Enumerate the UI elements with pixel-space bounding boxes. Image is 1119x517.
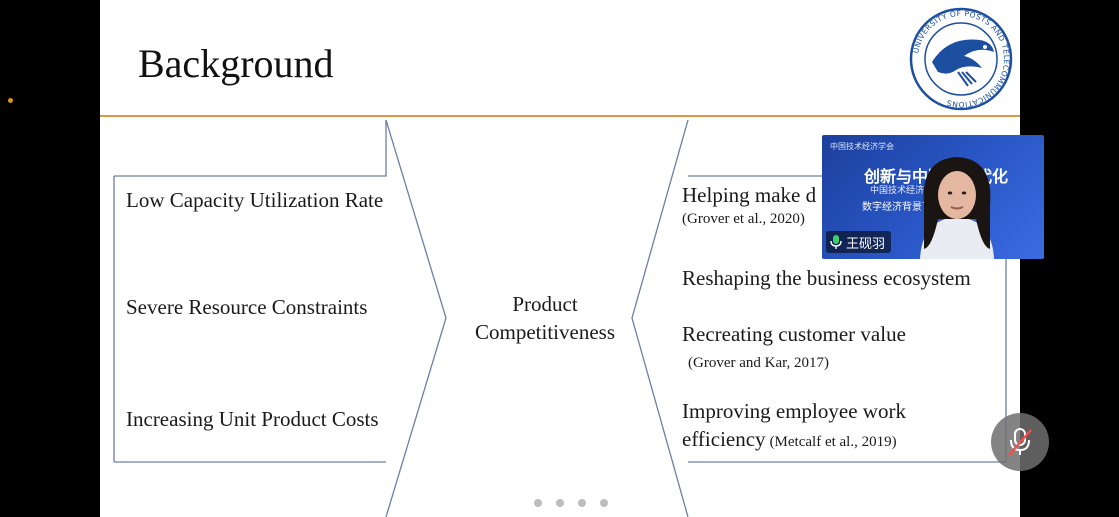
mute-microphone-button[interactable] bbox=[991, 413, 1049, 471]
center-label: Product Competitiveness bbox=[455, 290, 635, 346]
participant-name-tag: 王砚羽 bbox=[826, 231, 892, 253]
right-item-4-cite: (Metcalf et al., 2019) bbox=[769, 434, 897, 450]
right-item-1-cite: (Grover et al., 2020) bbox=[682, 211, 805, 227]
microphone-muted-icon bbox=[1008, 428, 1032, 456]
left-item-3: Increasing Unit Product Costs bbox=[126, 407, 379, 431]
pager-dot[interactable] bbox=[534, 499, 542, 507]
slide-pager[interactable] bbox=[534, 499, 608, 507]
right-item-4-text2: efficiency bbox=[682, 427, 766, 451]
pager-dot[interactable] bbox=[578, 499, 586, 507]
right-item-3: Recreating customer value bbox=[682, 322, 906, 346]
participant-avatar bbox=[920, 157, 994, 259]
title-divider bbox=[100, 115, 1020, 117]
participant-name: 王砚羽 bbox=[846, 236, 886, 252]
right-item-4: Improving employee work bbox=[682, 399, 906, 423]
edge-indicator-dot bbox=[8, 98, 13, 103]
right-item-2: Reshaping the business ecosystem bbox=[682, 266, 971, 290]
right-item-4-line2: efficiency (Metcalf et al., 2019) bbox=[682, 427, 897, 452]
center-label-line2: Competitiveness bbox=[475, 320, 615, 344]
right-item-1: Helping make d bbox=[682, 183, 817, 207]
microphone-icon bbox=[830, 235, 842, 249]
slide-title: Background bbox=[138, 41, 334, 86]
video-banner-theme: 数字经济背景下的 管理 bbox=[862, 202, 966, 213]
left-item-2: Severe Resource Constraints bbox=[126, 295, 368, 319]
pager-dot[interactable] bbox=[600, 499, 608, 507]
video-org-text: 中国技术经济学会 bbox=[830, 142, 894, 151]
left-item-1: Low Capacity Utilization Rate bbox=[126, 188, 384, 212]
video-banner-subtitle: 中国技术经济学会 年会 bbox=[870, 186, 963, 196]
center-label-line1: Product bbox=[512, 292, 578, 316]
university-logo-icon: UNIVERSITY OF POSTS AND TELECOMMUNICATIO… bbox=[909, 7, 1013, 111]
pager-dot[interactable] bbox=[556, 499, 564, 507]
right-item-3-cite: (Grover and Kar, 2017) bbox=[688, 355, 830, 371]
participant-video[interactable]: 中国技术经济学会 创新与中国式现代化 中国技术经济学会 年会 数字经济背景下的 … bbox=[822, 135, 1044, 259]
